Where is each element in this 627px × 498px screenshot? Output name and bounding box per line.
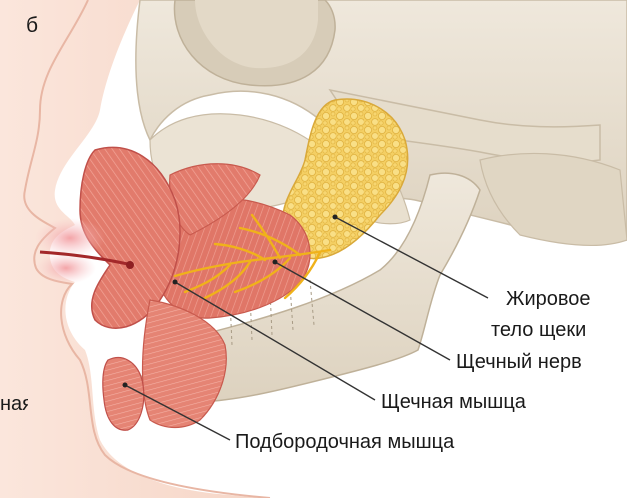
modiolus (126, 261, 134, 269)
label-buccinator: Щечная мышца (381, 390, 526, 414)
panel-letter: б (26, 14, 38, 38)
label-mentalis: Подбородочная мышца (235, 430, 454, 454)
mentalis-muscle (103, 358, 144, 431)
temporal-bone (480, 153, 627, 245)
label-buccal-fat-line1: Жировое (506, 287, 591, 311)
depressor-muscle (143, 300, 227, 428)
label-buccal-fat-line2: тело щеки (491, 318, 586, 342)
label-buccal-nerve: Щечный нерв (456, 350, 582, 374)
label-cutoff-left: ная (0, 392, 28, 416)
